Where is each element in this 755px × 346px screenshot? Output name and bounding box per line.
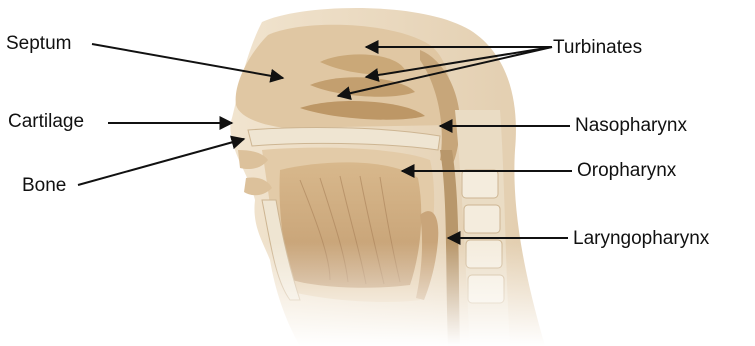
label-turbinates: Turbinates (553, 38, 642, 57)
label-cartilage: Cartilage (8, 112, 84, 131)
label-oropharynx: Oropharynx (577, 161, 676, 180)
label-bone: Bone (22, 176, 66, 195)
label-septum: Septum (6, 34, 71, 53)
label-laryngopharynx: Laryngopharynx (573, 229, 709, 248)
label-nasopharynx: Nasopharynx (575, 116, 687, 135)
